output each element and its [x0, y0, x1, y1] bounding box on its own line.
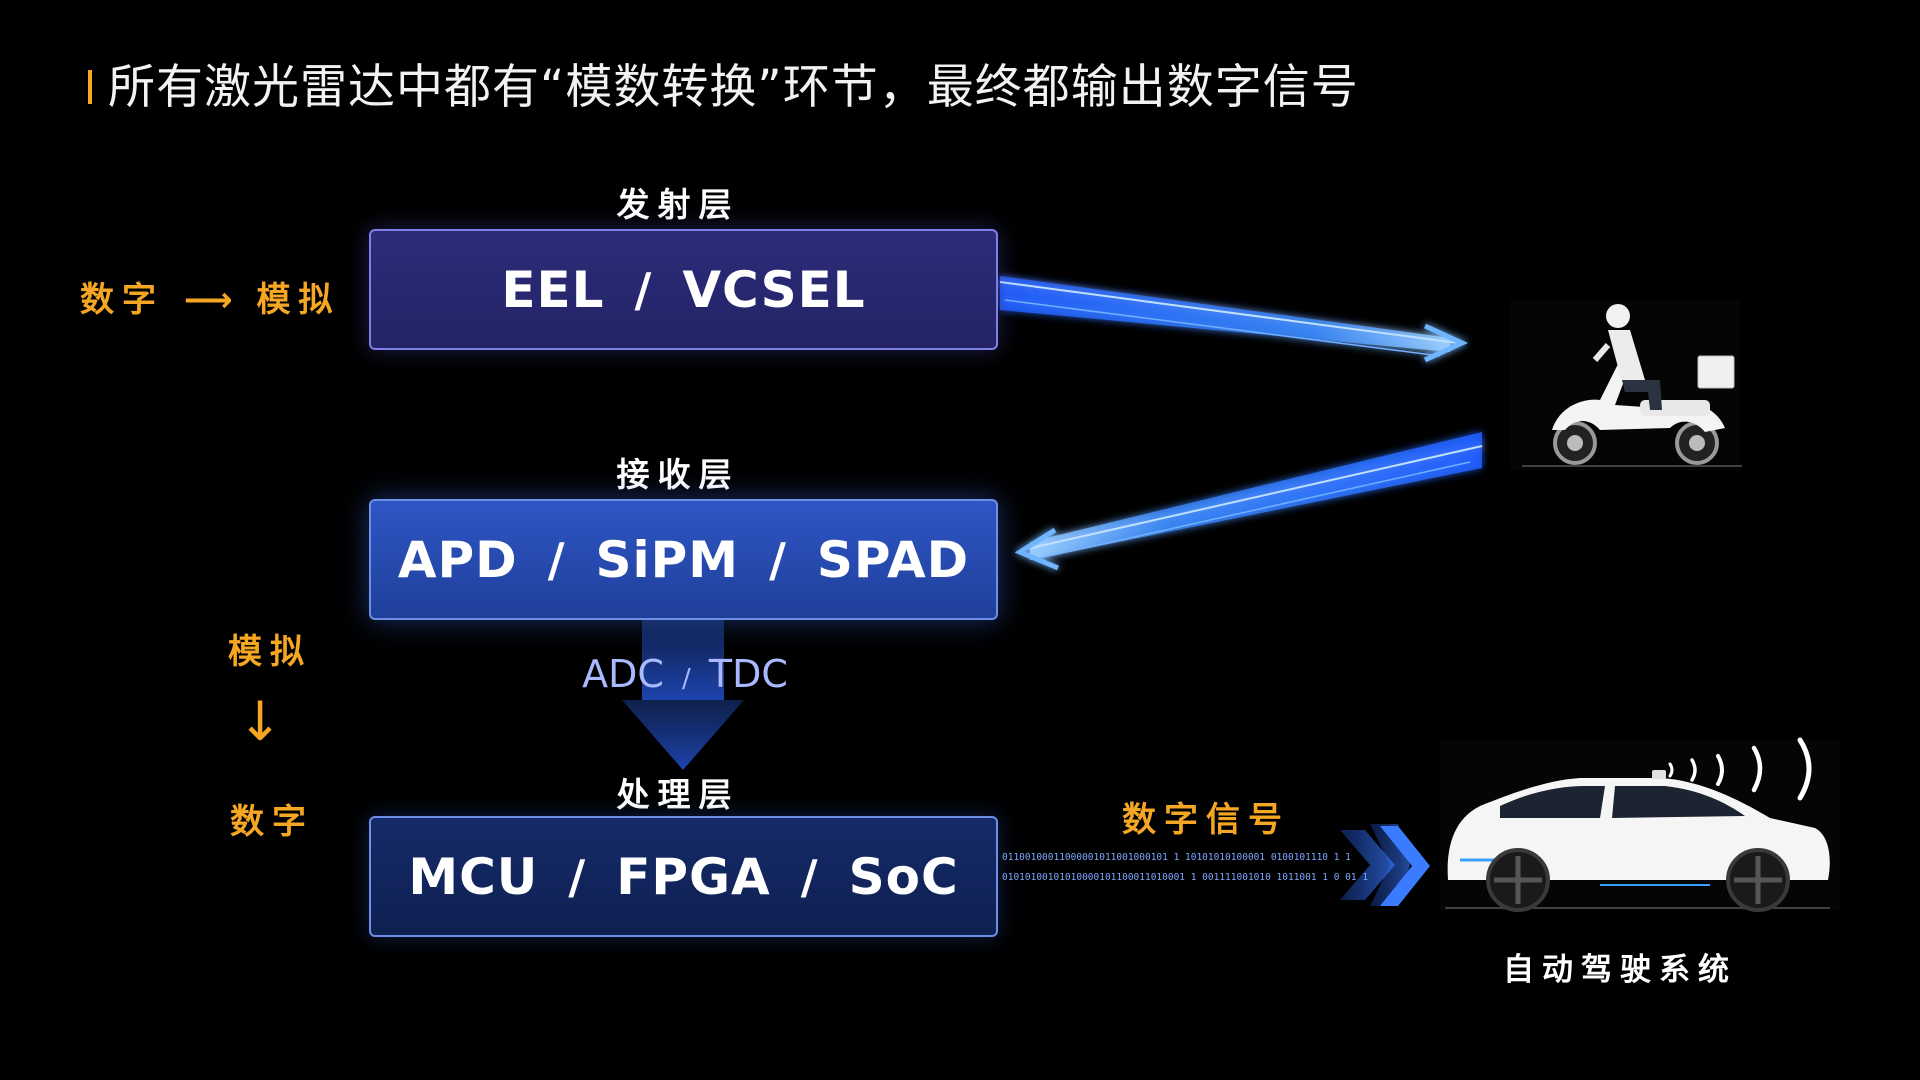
separator: / [769, 532, 787, 587]
tdc-label: TDC [708, 652, 788, 696]
right-arrow-icon: ⟶ [183, 280, 233, 320]
process-part-soc: SoC [848, 847, 959, 906]
receive-conversion-to: 数字 [230, 802, 314, 842]
binary-stream-line-2: 01010100101010000101100011010001 1 00111… [1002, 872, 1369, 883]
process-layer-label: 处理层 [616, 775, 740, 814]
process-part-mcu: MCU [408, 847, 539, 906]
emit-part-eel: EEL [501, 260, 605, 319]
adc-tdc-label: ADC / TDC [560, 652, 810, 696]
binary-stream-line-1: 01100100011000001011001000101 1 10101010… [1002, 852, 1351, 863]
emit-conversion-annotation: 数字 ⟶ 模拟 [80, 272, 340, 321]
adc-label: ADC [582, 652, 664, 696]
receive-layer-label: 接收层 [616, 455, 740, 494]
separator: / [547, 532, 566, 587]
separator: / [800, 849, 819, 904]
receive-conversion-from: 模拟 [228, 632, 312, 672]
emit-beam [999, 276, 1468, 363]
scooter-rider-icon [1510, 300, 1742, 470]
separator: / [568, 849, 587, 904]
receive-part-apd: APD [397, 530, 518, 589]
adc-down-arrow [622, 620, 744, 770]
receive-beam [1014, 432, 1483, 571]
autonomous-car-icon [1440, 740, 1840, 912]
emit-layer-label: 发射层 [616, 185, 740, 224]
down-arrow-icon: ↓ [237, 690, 283, 753]
emit-part-vcsel: VCSEL [682, 260, 866, 319]
receive-part-spad: SPAD [816, 530, 970, 589]
page-title: 所有激光雷达中都有“模数转换”环节，最终都输出数字信号 [108, 60, 1359, 115]
title-accent-bar [88, 70, 92, 104]
emit-conversion-from: 数字 [80, 280, 164, 320]
adc-separator: / [682, 664, 691, 694]
process-part-fpga: FPGA [616, 847, 771, 906]
emit-layer-box: EEL / VCSEL [369, 229, 998, 350]
output-chevrons [1340, 824, 1430, 906]
autonomous-system-label: 自动驾驶系统 [1503, 952, 1737, 988]
process-layer-box: MCU / FPGA / SoC [369, 816, 998, 937]
emit-beam-arrowhead [1423, 323, 1468, 363]
separator: / [634, 262, 653, 317]
emit-conversion-to: 模拟 [256, 280, 341, 320]
digital-signal-label: 数字信号 [1122, 800, 1290, 840]
receive-beam-arrowhead [1014, 527, 1059, 571]
receive-part-sipm: SiPM [595, 530, 740, 589]
receive-layer-box: APD / SiPM / SPAD [369, 499, 998, 620]
sensor-wave-icon [1668, 737, 1812, 801]
